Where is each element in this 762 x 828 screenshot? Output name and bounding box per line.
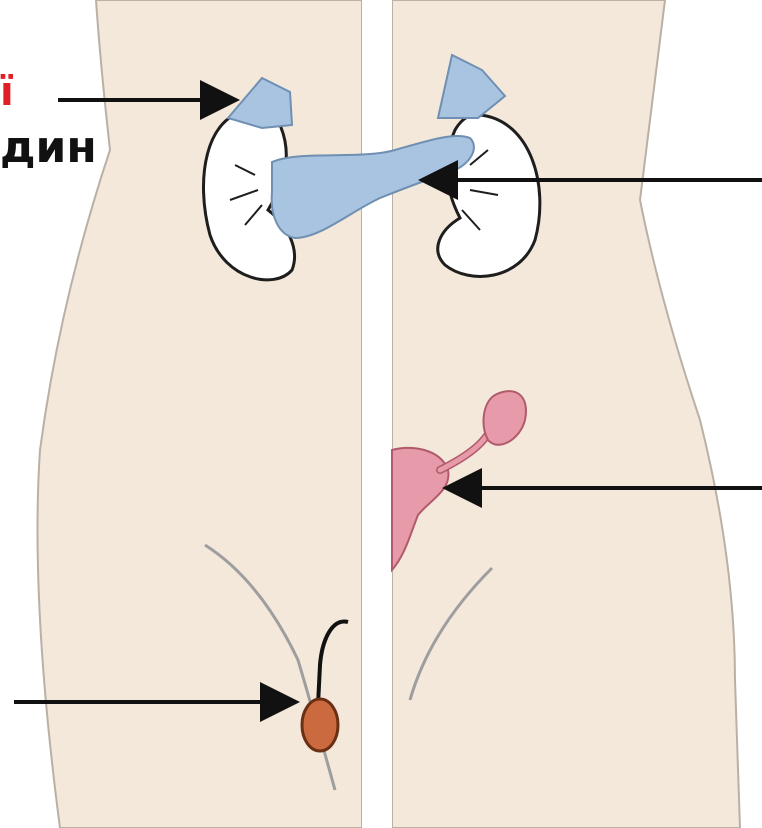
label-fragment-red: ї [0,72,14,112]
female-torso [392,0,740,828]
testis [302,699,338,751]
center-divider [362,0,392,828]
label-fragment-black: дин [0,126,97,170]
